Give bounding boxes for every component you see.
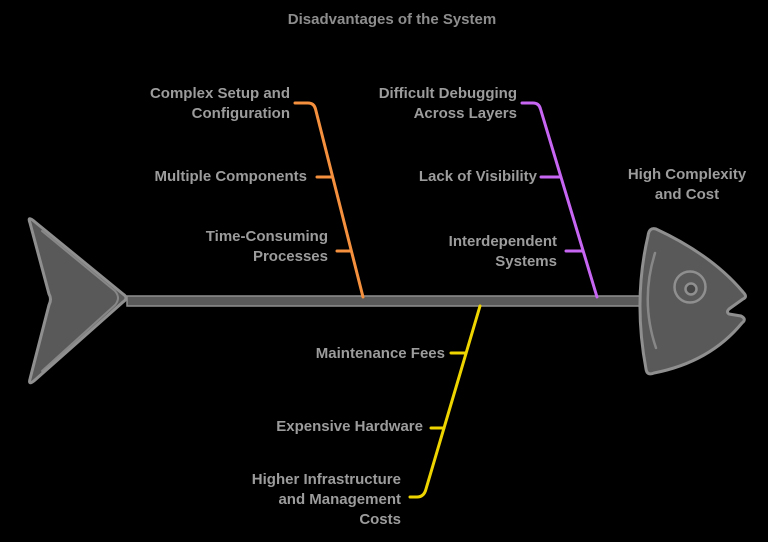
effect-label-line: and Cost <box>654 186 720 203</box>
fish-gill-line <box>646 251 658 350</box>
effect-label-high-complexity: High Complexity and Cost <box>600 165 768 205</box>
fish-eye-outer-circle <box>673 270 707 304</box>
cause-label-line: Lack of Visibility <box>418 168 537 185</box>
fish-tail <box>27 217 128 385</box>
cause-label-multiple-components: Multiple Components <box>155 167 308 187</box>
cause-label-line: Costs <box>359 511 401 528</box>
branch-line-setup <box>293 101 365 299</box>
cause-label-line: and Management <box>278 491 401 508</box>
cause-label-line: Systems <box>495 253 557 270</box>
cause-label-line: Maintenance Fees <box>315 345 445 362</box>
cause-label-line: Time-Consuming <box>205 228 328 245</box>
cause-label-maintenance-fees: Maintenance Fees <box>316 344 445 364</box>
cause-label-line: Expensive Hardware <box>276 418 423 435</box>
cause-label-expensive-hardware: Expensive Hardware <box>276 417 423 437</box>
diagram-title: Disadvantages of the System <box>287 11 497 28</box>
cause-label-line: Difficult Debugging <box>378 85 517 102</box>
cause-label-time-consuming: Time-Consuming Processes <box>206 227 328 267</box>
branch-line-cost <box>408 304 482 499</box>
fish-eye-pupil <box>684 282 698 296</box>
cause-label-interdependent-systems: Interdependent Systems <box>449 232 557 272</box>
cause-label-lack-of-visibility: Lack of Visibility <box>419 167 537 187</box>
branch-line-debugging <box>520 101 599 299</box>
cause-label-line: Multiple Components <box>154 168 308 185</box>
fish-tail-inner-line <box>41 230 119 372</box>
cause-label-higher-infrastructure: Higher Infrastructure and Management Cos… <box>252 470 401 530</box>
cause-label-line: Processes <box>252 248 328 265</box>
cause-label-complex-setup: Complex Setup and Configuration <box>150 84 290 124</box>
fish-spine-bone <box>126 295 643 307</box>
cause-label-line: Configuration <box>191 105 290 122</box>
cause-label-line: Higher Infrastructure <box>251 471 401 488</box>
effect-label-line: High Complexity <box>627 166 747 183</box>
cause-label-line: Interdependent <box>448 233 557 250</box>
cause-label-difficult-debugging: Difficult Debugging Across Layers <box>379 84 517 124</box>
cause-label-line: Across Layers <box>413 105 517 122</box>
cause-label-line: Complex Setup and <box>149 85 290 102</box>
